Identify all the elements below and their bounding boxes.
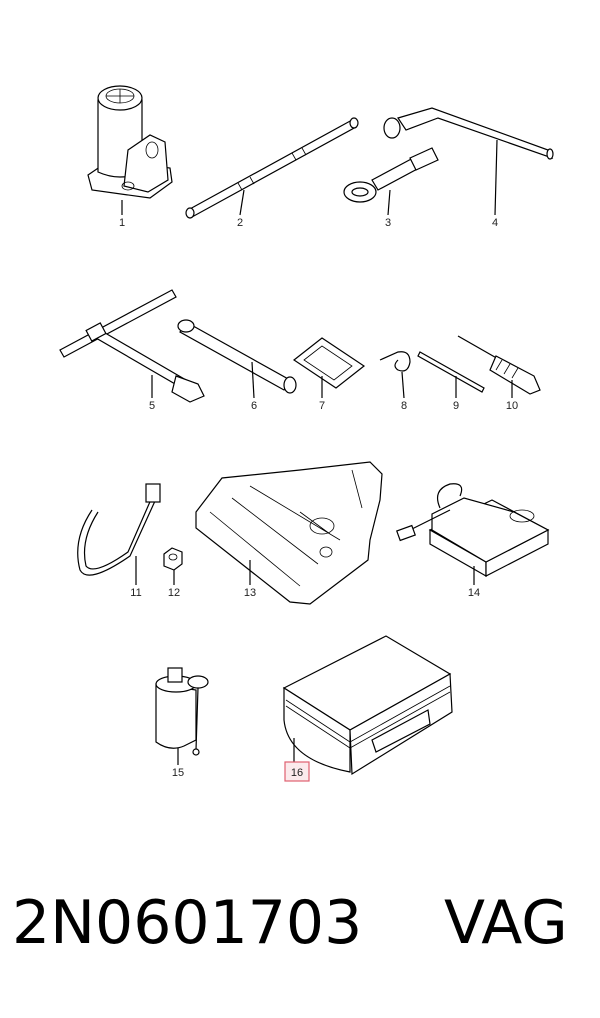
- label-part-5: 5: [149, 400, 155, 412]
- footer: 2N0601703 VAG: [12, 888, 592, 988]
- parts-diagram: 1 2 3 4 5 6 7 8 9 10 11 12 13 14 15 16: [59, 85, 554, 782]
- socket-extension-drawing: [177, 319, 297, 399]
- storage-case-drawing: [282, 635, 453, 776]
- t-handle-drawing: [59, 289, 205, 403]
- jack-drawing: [87, 85, 173, 215]
- sealant-bottle-drawing: [155, 667, 209, 765]
- cable-tie-drawing: [77, 483, 161, 585]
- label-part-16: 16: [291, 767, 303, 779]
- wheel-brace-drawing: [383, 107, 554, 216]
- label-part-7: 7: [319, 400, 325, 412]
- label-part-12: 12: [168, 587, 180, 599]
- label-part-6: 6: [251, 400, 257, 412]
- jack-handle-drawing: [185, 117, 359, 219]
- pad-drawing: [292, 337, 366, 398]
- label-part-11: 11: [130, 587, 141, 599]
- valve-tool-drawing: [417, 351, 485, 398]
- brand-name: VAG: [444, 888, 568, 958]
- label-part-2: 2: [237, 217, 243, 229]
- label-part-8: 8: [401, 400, 407, 412]
- label-part-15: 15: [172, 767, 184, 779]
- label-part-3: 3: [385, 217, 391, 229]
- highlight-box: [284, 761, 310, 782]
- label-part-10: 10: [506, 400, 518, 412]
- part-number: 2N0601703: [12, 888, 363, 958]
- compressor-drawing: [396, 483, 550, 585]
- screwdriver-drawing: [457, 335, 541, 398]
- hook-drawing: [379, 351, 411, 399]
- label-part-14: 14: [468, 587, 480, 599]
- highlighted-label-16: 16: [284, 761, 310, 782]
- label-part-1: 1: [119, 217, 125, 229]
- label-part-9: 9: [453, 400, 459, 412]
- label-part-13: 13: [244, 587, 256, 599]
- towing-eye-drawing: [343, 147, 439, 216]
- foam-insert-drawing: [195, 461, 383, 605]
- label-part-4: 4: [492, 217, 498, 229]
- nut-drawing: [163, 547, 183, 585]
